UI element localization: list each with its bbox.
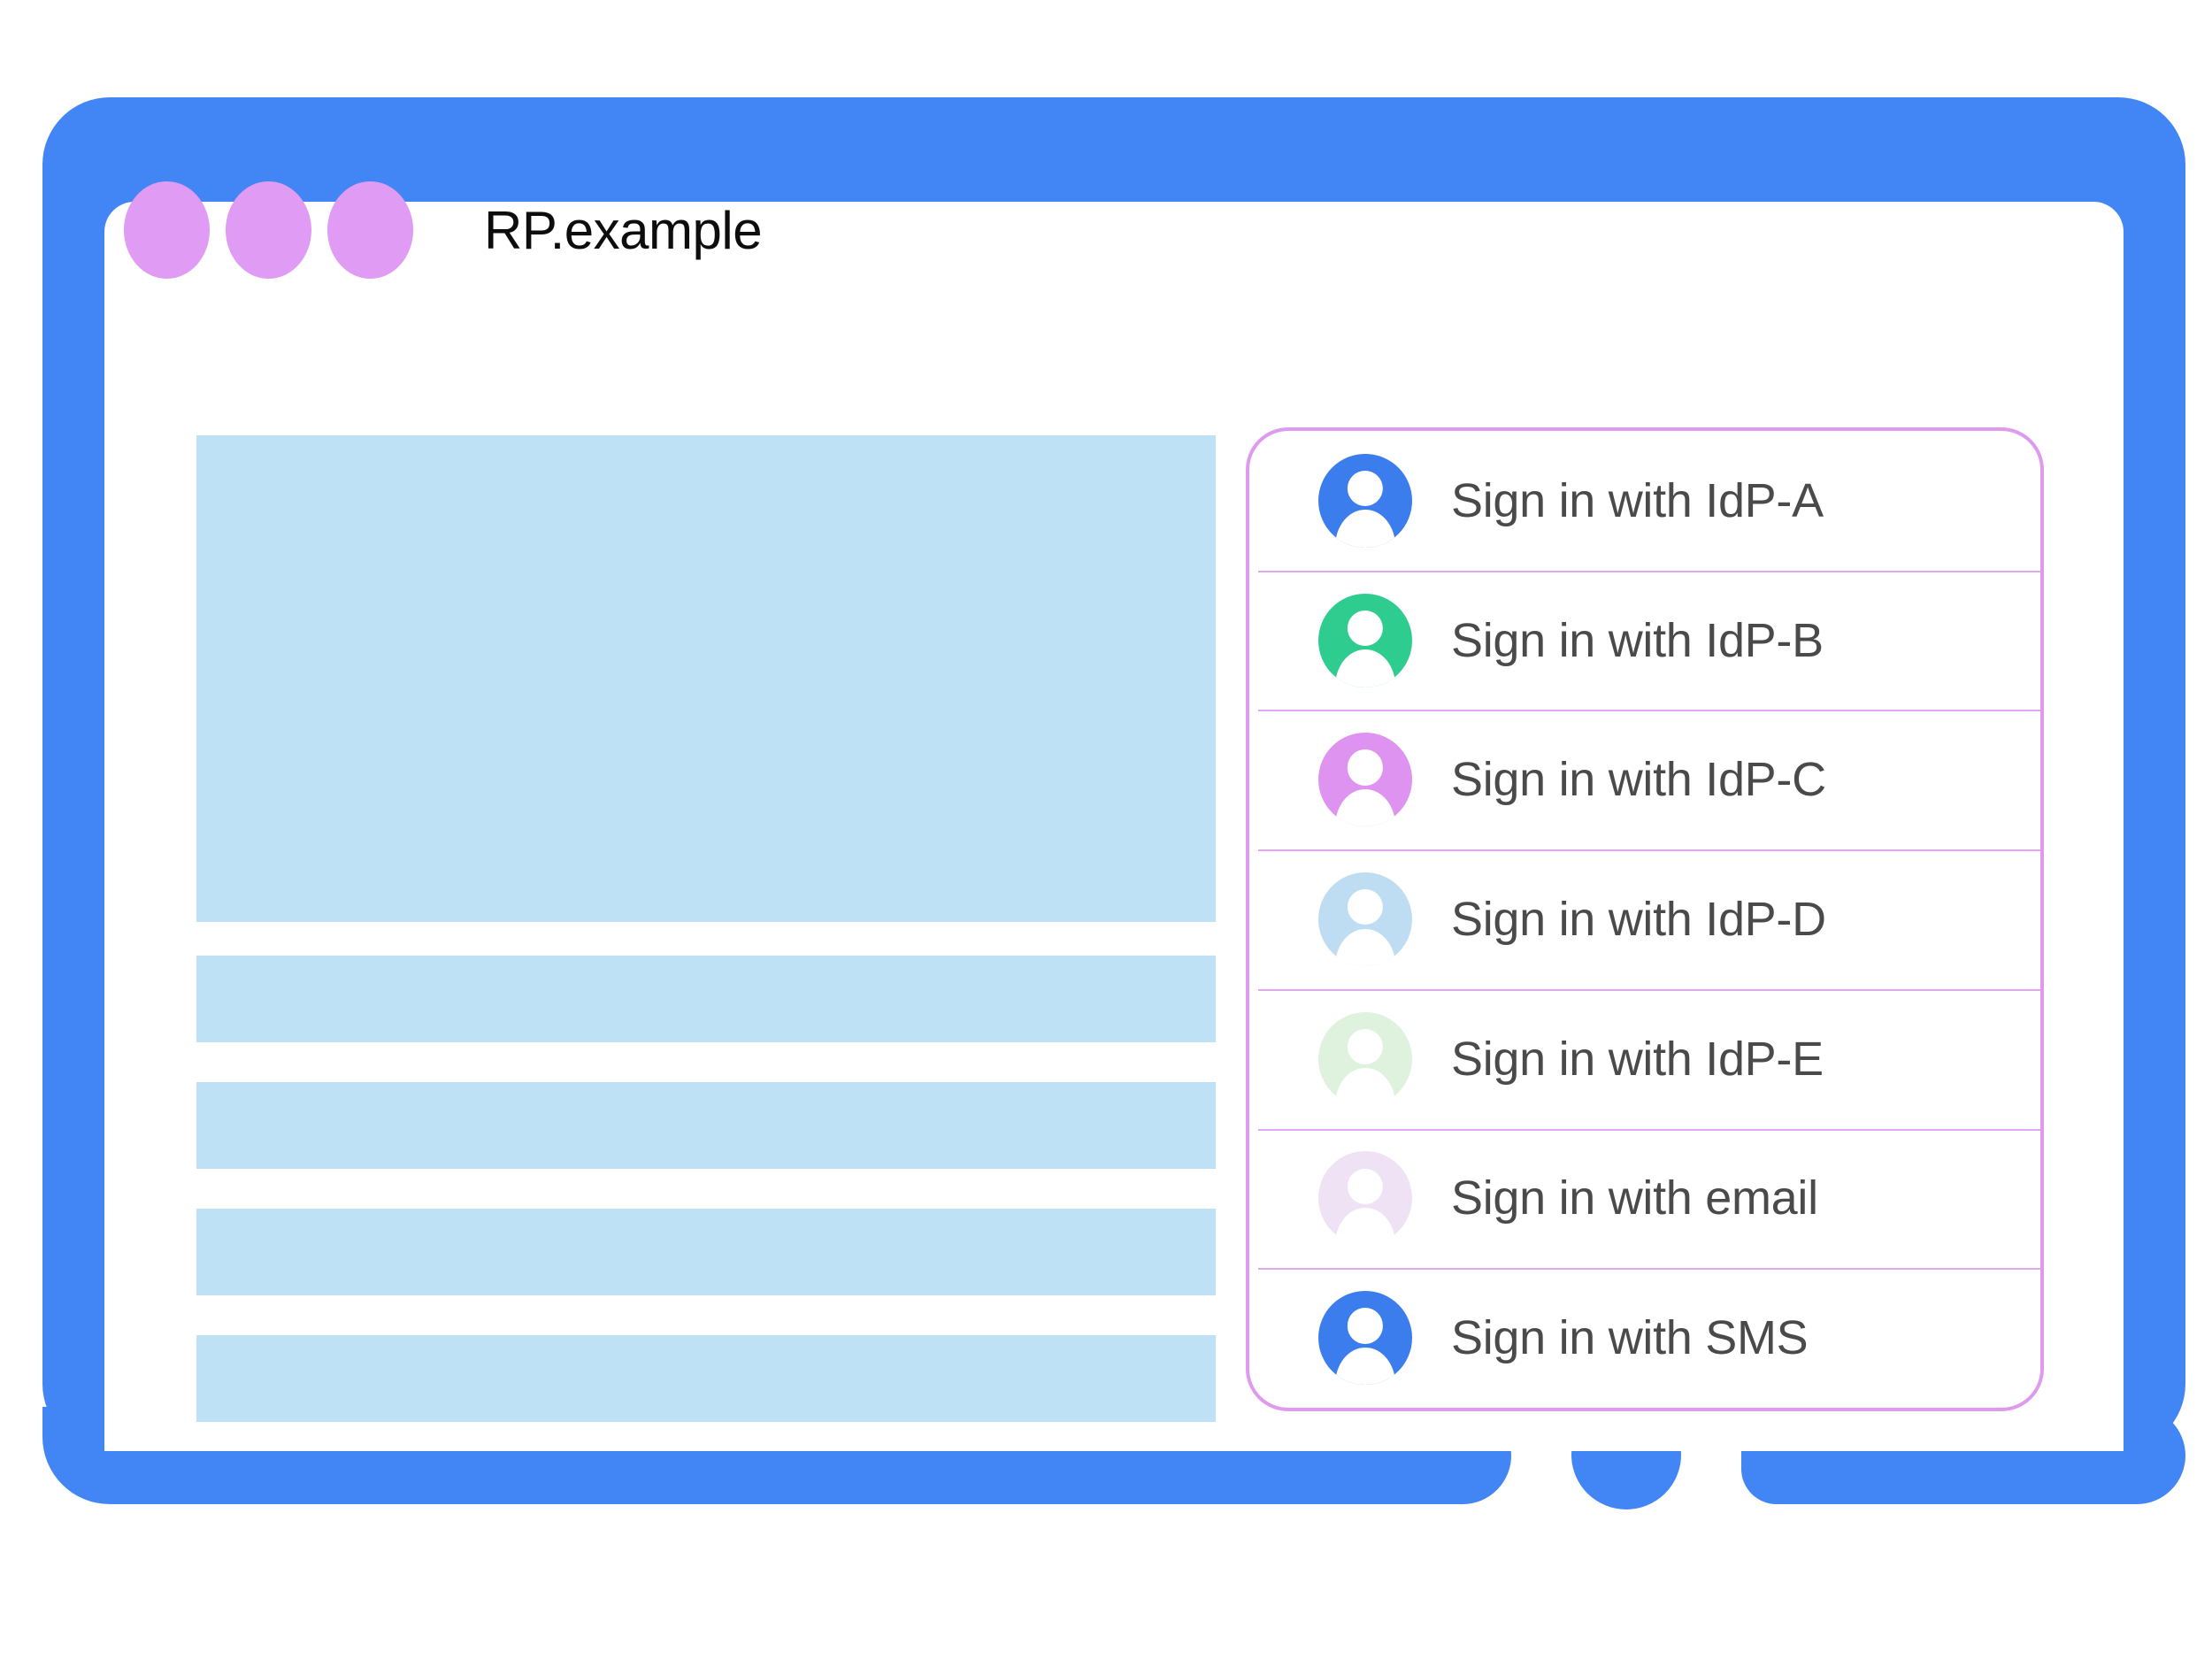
page-title: RP.example [484, 200, 763, 260]
text-placeholder-3 [196, 1209, 1216, 1295]
signin-row-label: Sign in with IdP-A [1451, 473, 1824, 527]
person-avatar-icon [1318, 1291, 1412, 1386]
signin-row-label: Sign in with IdP-E [1451, 1032, 1824, 1086]
person-avatar-icon [1318, 1011, 1412, 1106]
signin-row-label: Sign in with IdP-C [1451, 753, 1826, 807]
person-avatar-icon [1318, 733, 1412, 827]
person-avatar-icon [1318, 1151, 1412, 1246]
signin-row[interactable]: Sign in with SMS [1249, 1268, 2040, 1408]
signin-row[interactable]: Sign in with IdP-A [1249, 431, 2040, 571]
signin-row-label: Sign in with SMS [1451, 1311, 1809, 1365]
titlebar: RP.example [124, 177, 763, 283]
page-content-placeholders [196, 435, 1216, 1422]
text-placeholder-4 [196, 1335, 1216, 1422]
signin-row-label: Sign in with IdP-D [1451, 893, 1826, 947]
person-avatar-icon [1318, 593, 1412, 687]
window-dot-2[interactable] [226, 181, 311, 279]
window-dot-3[interactable] [327, 181, 413, 279]
signin-row[interactable]: Sign in with IdP-D [1249, 849, 2040, 989]
hero-placeholder [196, 435, 1216, 922]
signin-row[interactable]: Sign in with email [1249, 1128, 2040, 1269]
account-chooser-panel: Sign in with IdP-A Sign in with IdP-B Sign… [1246, 427, 2044, 1411]
signin-row[interactable]: Sign in with IdP-E [1249, 988, 2040, 1129]
signin-row-label: Sign in with IdP-B [1451, 613, 1824, 667]
signin-row-label: Sign in with email [1451, 1171, 1818, 1225]
text-placeholder-2 [196, 1082, 1216, 1169]
person-avatar-icon [1318, 872, 1412, 967]
text-placeholder-1 [196, 956, 1216, 1042]
window-dot-1[interactable] [124, 181, 210, 279]
account-chooser-list: Sign in with IdP-A Sign in with IdP-B Sign… [1249, 431, 2040, 1408]
signin-row[interactable]: Sign in with IdP-C [1249, 710, 2040, 849]
signin-row[interactable]: Sign in with IdP-B [1249, 570, 2040, 710]
person-avatar-icon [1318, 453, 1412, 548]
